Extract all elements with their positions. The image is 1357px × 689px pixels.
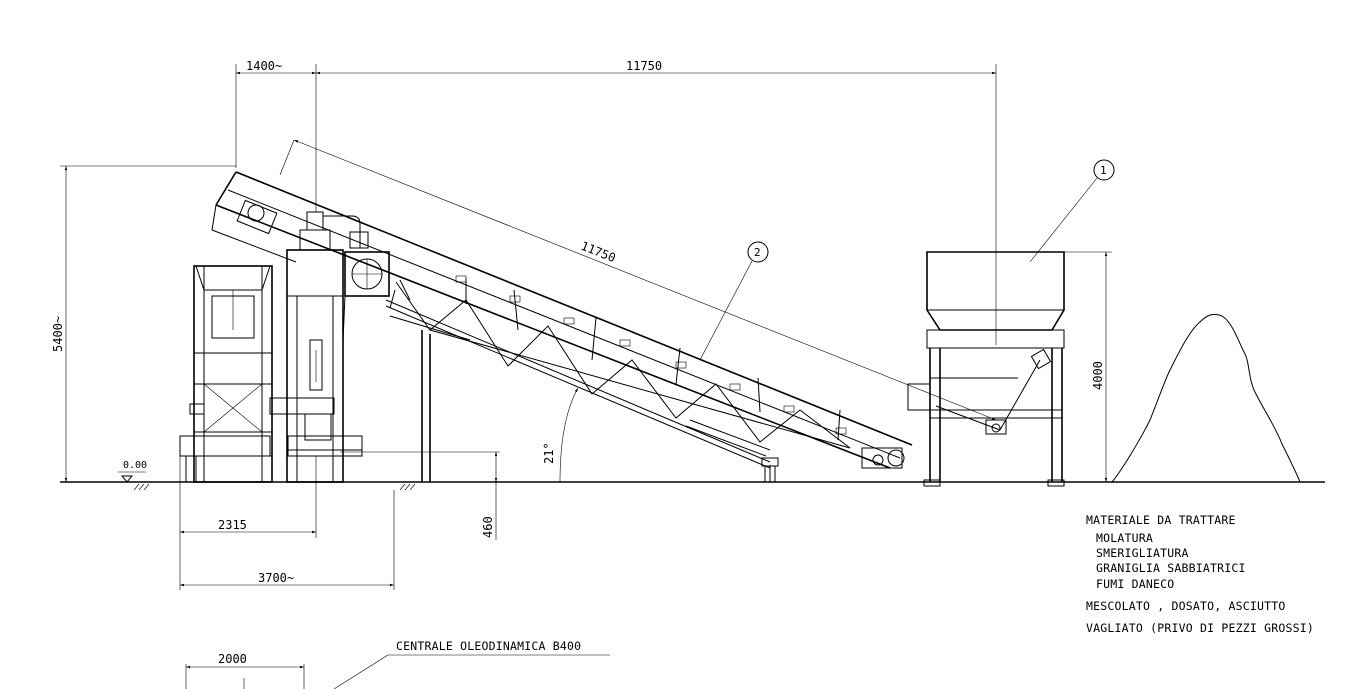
notes-line-2: VAGLIATO (PRIVO DI PEZZI GROSSI) — [1086, 621, 1314, 635]
dim-11750-top: 11750 — [626, 59, 662, 73]
dim-2000: 2000 — [218, 652, 247, 666]
inclined-conveyor — [211, 171, 913, 469]
top-dimensions: 1400~ 11750 — [235, 59, 997, 345]
bottom-2000-dimension: 2000 — [185, 652, 305, 689]
angle-dimension: 21° — [542, 387, 579, 483]
drive-motor — [342, 251, 390, 341]
notes-item-2: SMERIGLIATURA — [1096, 546, 1189, 560]
ground-level-label: 0.00 — [123, 460, 147, 471]
ground-line — [60, 481, 1325, 491]
callout-1: 1 — [1029, 159, 1115, 263]
material-pile — [1111, 313, 1301, 483]
dim-460: 460 — [481, 516, 495, 538]
dim-1400: 1400~ — [246, 59, 282, 73]
notes-title: MATERIALE DA TRATTARE — [1086, 513, 1236, 527]
conveyor-supports — [421, 330, 779, 482]
callout-2-label: 2 — [754, 246, 761, 259]
dim-2315: 2315 — [218, 518, 247, 532]
hopper-height-dimension: 4000 — [1064, 251, 1112, 482]
dim-3700: 3700~ — [258, 571, 294, 585]
dim-5400: 5400~ — [51, 316, 65, 352]
callout-1-label: 1 — [1100, 164, 1107, 177]
hydraulic-unit-label: CENTRALE OLEODINAMICA B400 — [333, 639, 610, 689]
notes-line-1: MESCOLATO , DOSATO, ASCIUTTO — [1086, 599, 1285, 613]
conveyor-length-dimension: 11750 — [279, 139, 997, 421]
ground-level-marker: 0.00 — [118, 460, 147, 483]
notes-item-4: FUMI DANECO — [1096, 577, 1174, 591]
dim-angle: 21° — [542, 442, 556, 464]
bottom-dimensions: 2315 3700~ — [179, 456, 395, 590]
base-460-dimension: 460 — [340, 451, 500, 540]
notes-item-1: MOLATURA — [1096, 531, 1153, 545]
callout-2: 2 — [699, 241, 769, 361]
dosing-frame — [179, 265, 273, 483]
hydraulic-unit-text: CENTRALE OLEODINAMICA B400 — [396, 639, 581, 653]
left-height-dimension: 5400~ — [51, 165, 236, 482]
feed-hopper — [907, 251, 1065, 487]
dim-4000: 4000 — [1091, 361, 1105, 390]
notes-item-3: GRANIGLIA SABBIATRICI — [1096, 561, 1246, 575]
material-notes: MATERIALE DA TRATTARE MOLATURA SMERIGLIA… — [1086, 513, 1314, 635]
